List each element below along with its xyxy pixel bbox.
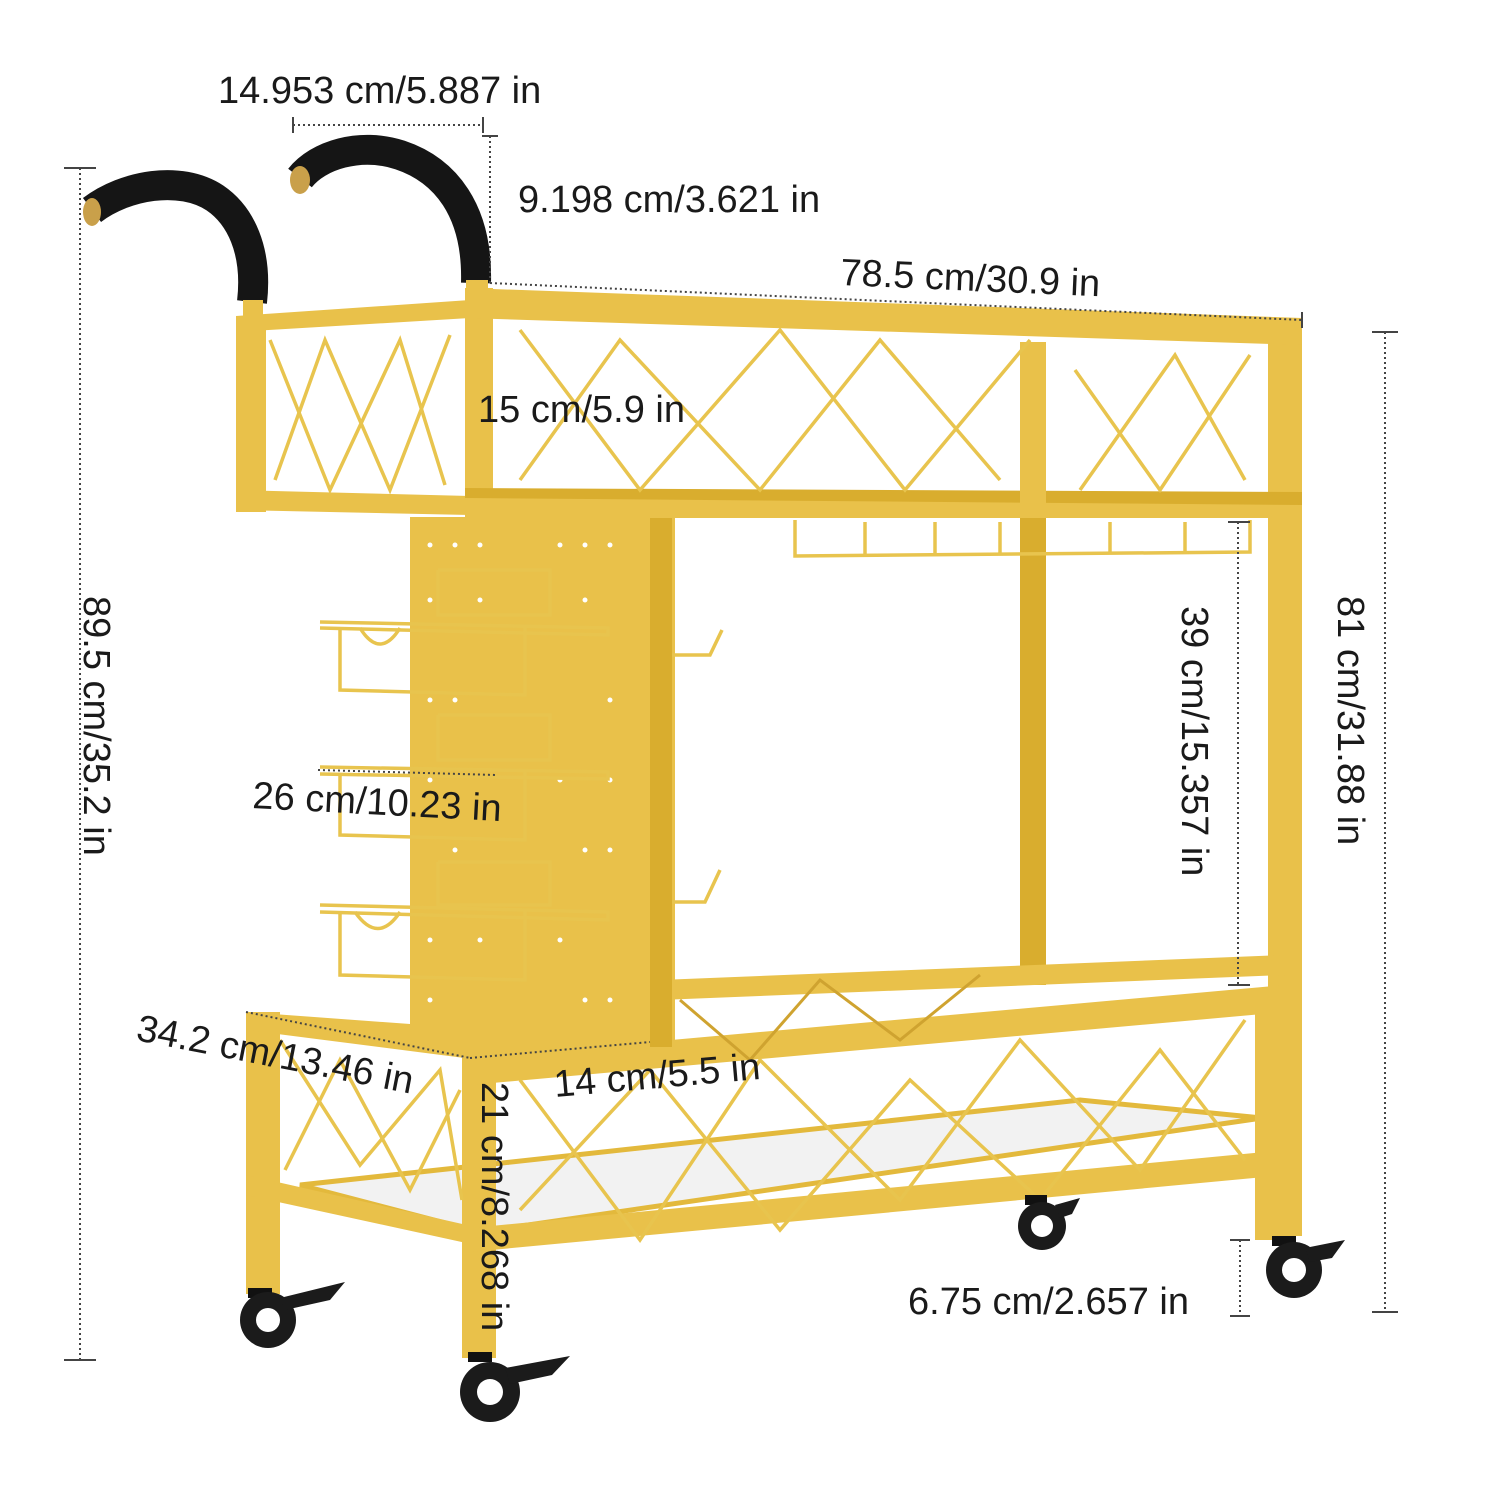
back-middle-post — [1020, 515, 1046, 985]
handle-height-label: 9.198 cm/3.621 in — [518, 179, 820, 221]
bottom-front-frame — [470, 973, 1289, 1252]
locking-caster-wheel-icon — [240, 1195, 1345, 1422]
caster-front-middle — [460, 1352, 570, 1422]
wire-basket-rack — [319, 568, 610, 982]
bottom-left-frame — [246, 1012, 655, 1358]
dimension-lines — [64, 117, 1398, 1361]
pegboard-panel-icon — [410, 517, 675, 1047]
top-length-label: 78.5 cm/30.9 in — [840, 252, 1101, 305]
pegboard-holes — [427, 542, 613, 1003]
shelf-gap-label: 39 cm/15.357 in — [1173, 606, 1215, 876]
total-height-label: 89.5 cm/35.2 in — [75, 596, 117, 856]
top-rail-height-label: 15 cm/5.9 in — [478, 389, 685, 431]
caster-front-left — [240, 1282, 345, 1348]
caster-back-right — [1266, 1236, 1345, 1298]
handle-spacing-label: 14.953 cm/5.887 in — [218, 70, 541, 112]
top-front-frame — [465, 288, 1302, 518]
top-left-frame — [236, 300, 470, 515]
side-hooks — [672, 629, 724, 904]
foam-grip-handle-icon — [82, 134, 492, 318]
caster-back-middle — [1018, 1195, 1080, 1250]
bar-cart-illustration — [82, 134, 1345, 1422]
bottom-back-rail — [660, 955, 1285, 1000]
caster-height-label: 6.75 cm/2.657 in — [908, 1281, 1189, 1323]
body-height-label: 81 cm/31.88 in — [1329, 596, 1371, 845]
bottom-rail-height-label: 21 cm/8.268 in — [473, 1082, 515, 1331]
glass-hanger-rack — [793, 520, 1252, 558]
